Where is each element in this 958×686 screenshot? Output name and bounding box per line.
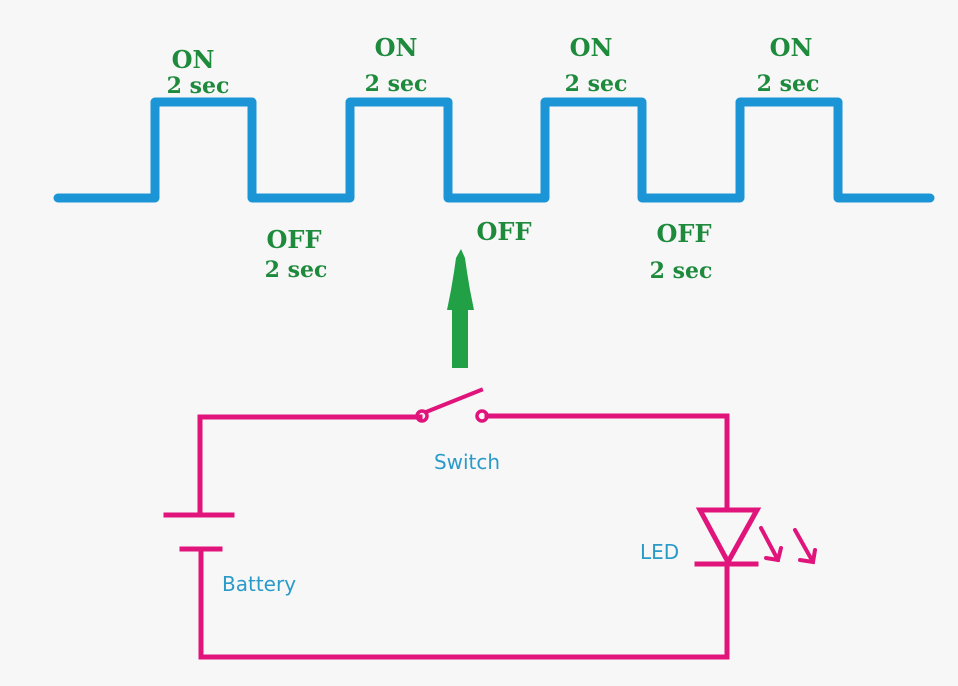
led-label: LED (640, 540, 679, 564)
switch-label: Switch (434, 450, 500, 474)
off-label-1: OFF (267, 225, 322, 254)
wire-top-left (197, 414, 423, 518)
on-label-2: ON (375, 33, 418, 62)
wire-left-bottom (198, 546, 730, 660)
up-arrow-icon (447, 249, 474, 368)
on-duration-4: 2 sec (757, 71, 820, 97)
on-label-1: ON (172, 45, 215, 74)
switch-icon (415, 387, 489, 423)
off-label-3: OFF (657, 219, 712, 248)
light-rays-icon (759, 526, 817, 565)
off-label-2: OFF (477, 217, 532, 246)
battery-label: Battery (222, 572, 296, 596)
wire-top-right (484, 413, 730, 511)
led-icon (694, 507, 762, 568)
square-waveform (53, 97, 935, 203)
off-duration-1: 2 sec (265, 257, 328, 283)
off-duration-3: 2 sec (650, 258, 713, 284)
on-label-3: ON (570, 33, 613, 62)
led-circuit (163, 387, 817, 660)
on-label-4: ON (770, 33, 813, 62)
on-duration-2: 2 sec (365, 71, 428, 97)
on-duration-3: 2 sec (565, 71, 628, 97)
on-duration-1: 2 sec (167, 73, 230, 99)
